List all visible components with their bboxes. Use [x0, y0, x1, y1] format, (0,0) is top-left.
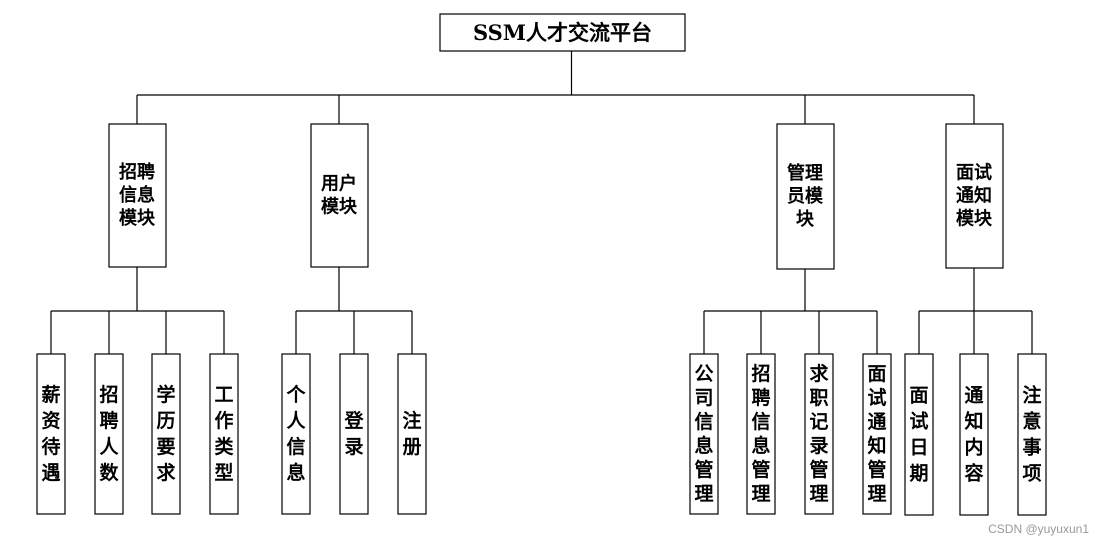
leaf-node-box	[689, 353, 719, 515]
module-node-label: 通知	[956, 185, 992, 207]
leaf-node-label: 息	[694, 434, 713, 457]
module-node-label: 块	[796, 209, 815, 230]
module-node-label: 招聘	[119, 161, 155, 183]
leaf-node-label: 管	[809, 458, 828, 481]
leaf-node-label: 知	[867, 434, 886, 457]
leaf-node-label: 日	[909, 437, 928, 459]
leaf-node-label: 招	[99, 383, 118, 406]
leaf-node-label: 意	[1022, 410, 1041, 433]
leaf-node-label: 息	[286, 461, 305, 484]
diagram-nodes: SSM人才交流平台招聘信息模块薪资待遇招聘人数学历要求工作类型用户模块个人信息登…	[36, 13, 1047, 516]
leaf-node-label: 作	[214, 409, 233, 432]
leaf-node-label: 事	[1022, 436, 1041, 459]
leaf-node-label: 信	[751, 410, 770, 433]
leaf-node-box	[281, 353, 311, 515]
leaf-node-label: 容	[964, 462, 983, 485]
leaf-node-label: 面	[909, 385, 928, 407]
leaf-node-label: 信	[286, 435, 305, 458]
leaf-node-box	[904, 353, 934, 516]
leaf-node-label: 遇	[41, 462, 60, 484]
leaf-node-label: 注	[402, 409, 421, 432]
leaf-node-label: 登	[343, 409, 364, 432]
module-node-label: 员模	[787, 185, 824, 207]
module-node-label: 模块	[321, 196, 358, 218]
leaf-node-label: 通	[867, 411, 887, 433]
leaf-node-box	[862, 353, 892, 515]
root-node-box	[439, 13, 686, 52]
module-node-label: 面试	[956, 162, 992, 184]
module-node-box	[776, 123, 835, 270]
leaf-node-label: 息	[751, 434, 770, 457]
leaf-node-label: 期	[909, 463, 928, 485]
leaf-node-label: 历	[156, 410, 175, 432]
leaf-node-label: 薪	[41, 383, 60, 406]
leaf-node-label: 人	[99, 436, 119, 458]
leaf-node-box	[397, 353, 427, 515]
leaf-node-label: 理	[694, 483, 713, 505]
leaf-node-box	[746, 353, 776, 515]
leaf-node-label: 学	[156, 383, 175, 406]
module-node-box	[108, 123, 167, 268]
module-node-label: 用户	[321, 173, 357, 195]
leaf-node-label: 录	[344, 436, 363, 458]
leaf-node-label: 理	[809, 483, 828, 505]
leaf-node-label: 类	[214, 435, 233, 458]
leaf-node-label: 管	[694, 458, 713, 481]
leaf-node-label: 试	[867, 387, 886, 409]
module-node-box	[310, 123, 369, 268]
module-node-label: 模块	[956, 208, 993, 230]
leaf-node-box	[94, 353, 124, 515]
leaf-node-label: 求	[809, 362, 829, 385]
leaf-node-label: 工	[214, 384, 233, 406]
leaf-node-box	[209, 353, 239, 515]
leaf-node-label: 要	[156, 436, 175, 458]
leaf-node-label: 知	[964, 410, 983, 433]
leaf-node-label: 管	[751, 458, 770, 481]
leaf-node-label: 理	[751, 483, 770, 505]
leaf-node-box	[1017, 353, 1047, 516]
leaf-node-label: 聘	[99, 409, 118, 432]
leaf-node-label: 司	[694, 387, 713, 409]
root-node-title: SSM人才交流平台	[473, 20, 652, 45]
module-node-label: 模块	[119, 207, 156, 229]
watermark-text: CSDN @yuyuxun1	[988, 522, 1089, 536]
leaf-node-label: 面	[867, 363, 886, 385]
leaf-node-label: 资	[41, 409, 60, 432]
leaf-node-label: 人	[286, 410, 306, 432]
leaf-node-label: 招	[751, 362, 770, 385]
leaf-node-label: 注	[1022, 384, 1041, 407]
leaf-node-label: 待	[41, 435, 60, 458]
leaf-node-label: 内	[964, 436, 983, 459]
leaf-node-label: 公	[694, 363, 713, 385]
leaf-node-label: 录	[809, 435, 828, 457]
leaf-node-box	[959, 353, 989, 516]
leaf-node-label: 册	[402, 436, 421, 458]
leaf-node-label: 管	[867, 458, 886, 481]
module-node-label: 管理	[787, 162, 823, 184]
connector-lines	[50, 51, 1033, 354]
module-node-box	[945, 123, 1004, 269]
leaf-node-label: 信	[694, 410, 713, 433]
leaf-node-label: 试	[909, 411, 928, 433]
module-node-label: 信息	[119, 184, 155, 206]
leaf-node-label: 理	[867, 483, 886, 505]
leaf-node-label: 型	[214, 461, 233, 484]
leaf-node-label: 聘	[751, 386, 770, 409]
leaf-node-label: 求	[156, 461, 176, 484]
leaf-node-box	[36, 353, 66, 515]
leaf-node-box	[339, 353, 369, 515]
leaf-node-box	[804, 353, 834, 515]
leaf-node-label: 通	[964, 385, 984, 407]
leaf-node-label: 数	[99, 461, 119, 484]
leaf-node-label: 项	[1022, 463, 1041, 485]
leaf-node-label: 职	[809, 387, 828, 409]
leaf-node-label: 个	[285, 384, 306, 406]
leaf-node-box	[151, 353, 181, 515]
leaf-node-label: 记	[809, 411, 828, 433]
